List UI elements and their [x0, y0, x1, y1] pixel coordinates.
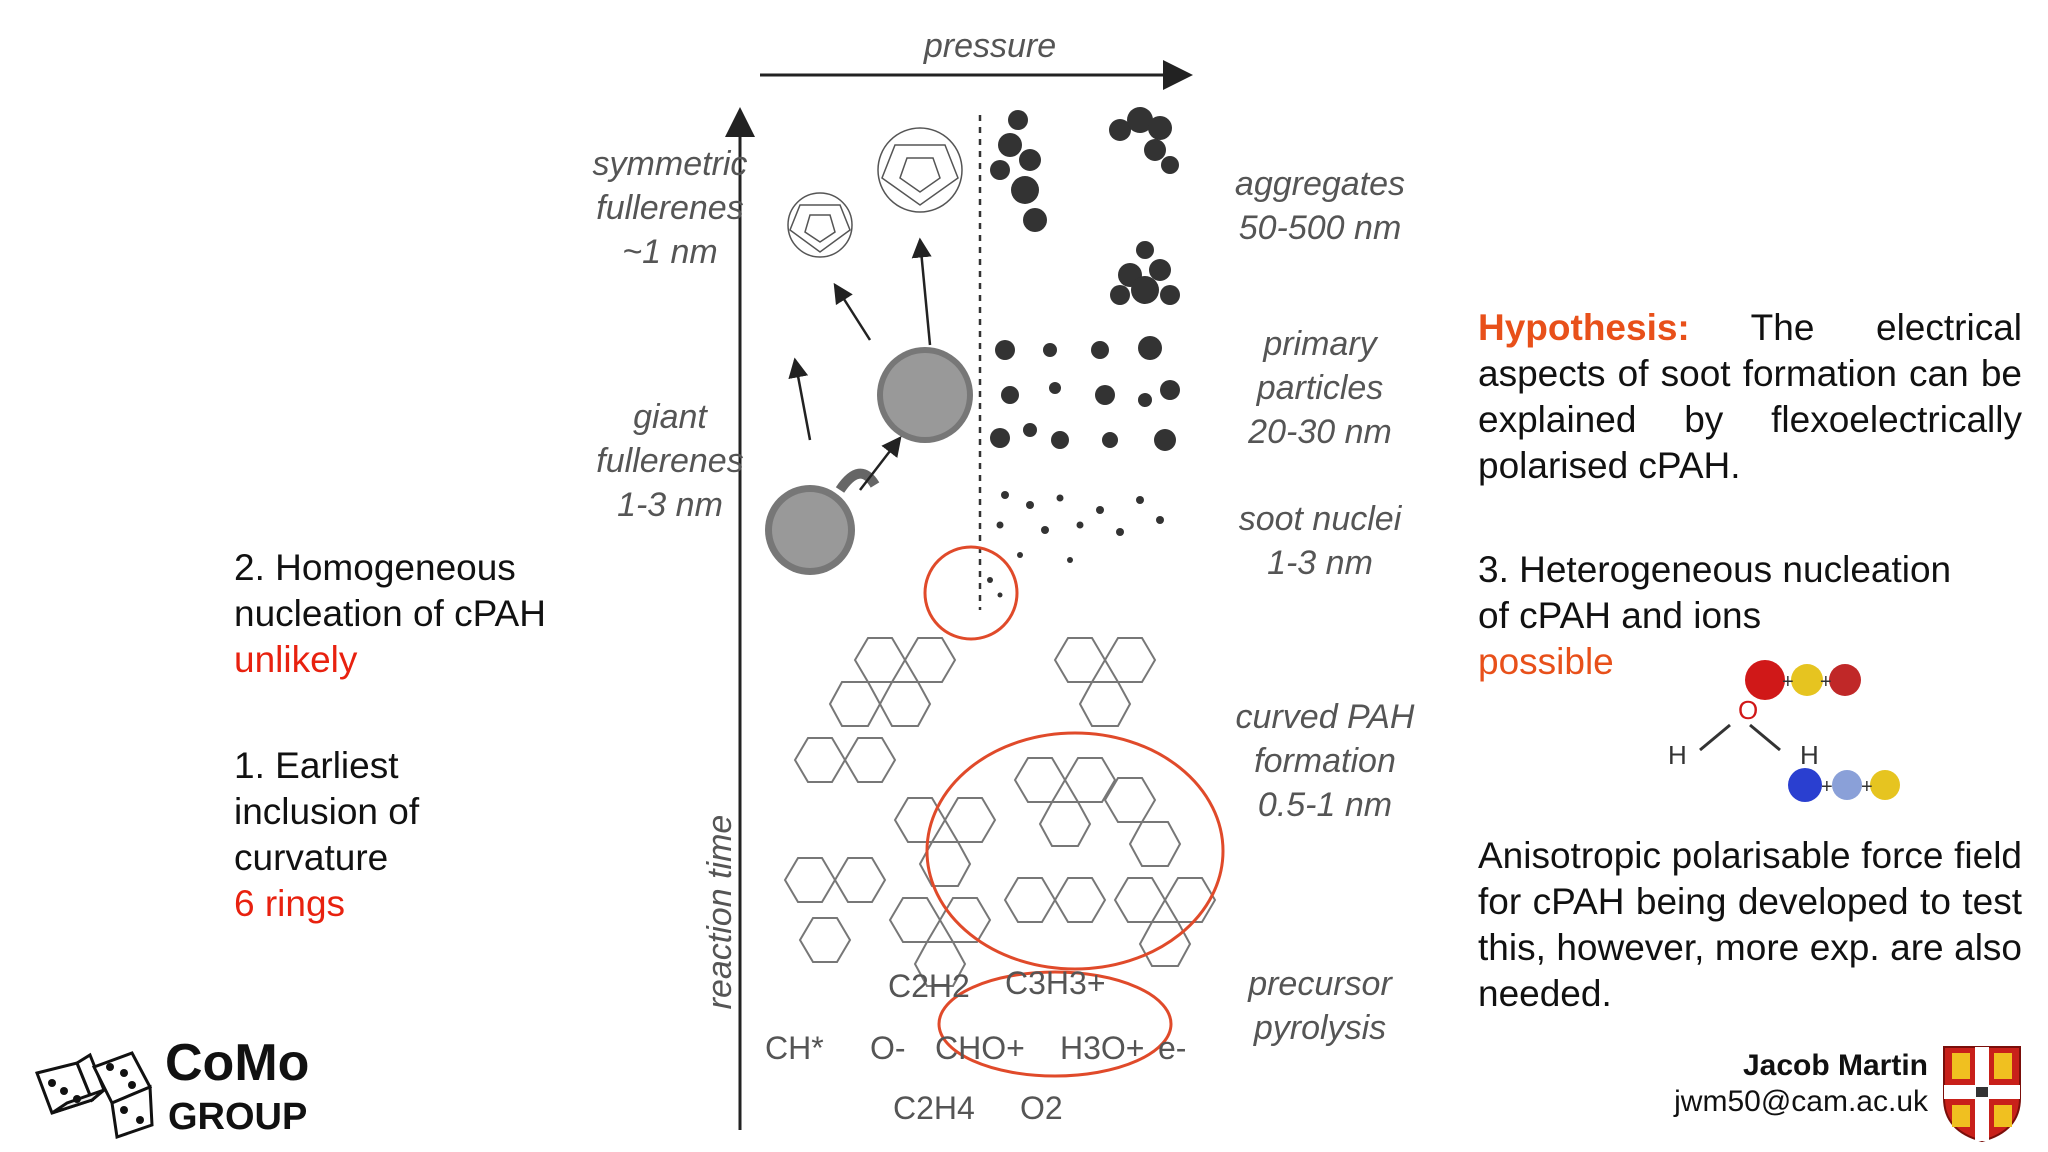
- heterogeneous-nucleation-note: 3. Heterogeneous nucleation of cPAH and …: [1478, 547, 2022, 685]
- pressure-label: pressure: [923, 27, 1057, 65]
- species-c2h4: C2H4: [893, 1090, 975, 1126]
- author-name: Jacob Martin: [1742, 1049, 1928, 1082]
- species-o-minus: O-: [870, 1030, 906, 1066]
- giant-fullerene: [765, 347, 973, 575]
- ion-highlight-ellipse: [937, 970, 1173, 1078]
- como-logo-subtitle: GROUP: [168, 1096, 308, 1138]
- hypothesis-paragraph: Hypothesis: The electrical aspects of so…: [1478, 305, 2022, 489]
- aggregates: [990, 107, 1180, 305]
- symmetric-fullerene-small: [787, 192, 853, 258]
- left-notes: 2. Homogeneous nucleation of cPAH unlike…: [234, 545, 654, 981]
- species-c2h2: C2H2: [888, 968, 970, 1004]
- water-hydrogen-right-label: H: [1800, 740, 1819, 770]
- force-field-paragraph: Anisotropic polarisable force field for …: [1478, 835, 2022, 1014]
- reaction-time-label: reaction time: [701, 814, 739, 1010]
- svg-text:+: +: [1782, 671, 1794, 693]
- six-rings-verdict: 6 rings: [234, 883, 346, 924]
- precursor-pyrolysis-label: precursor pyrolysis: [1248, 965, 1392, 1047]
- svg-text:+: +: [1861, 776, 1873, 798]
- author-block: Jacob Martin jwm50@cam.ac.uk: [1674, 1048, 1928, 1120]
- curved-pah-highlight-ellipse: [925, 731, 1225, 971]
- earliest-curvature-note: 1. Earliest inclusion of curvature 6 rin…: [234, 743, 654, 927]
- primary-particles-label: primary particles 20-30 nm: [1248, 325, 1392, 451]
- curved-pah-molecules: [783, 637, 1217, 987]
- author-email: jwm50@cam.ac.uk: [1674, 1085, 1928, 1118]
- soot-nuclei-label: soot nuclei 1-3 nm: [1238, 500, 1402, 582]
- nucleation-highlight-circle: [923, 545, 1019, 641]
- water-oxygen-label: O: [1738, 695, 1759, 725]
- symmetric-fullerene-large: [877, 127, 963, 213]
- species-o2: O2: [1020, 1090, 1063, 1126]
- dice-icon: [35, 1051, 154, 1140]
- primary-particles: [990, 336, 1180, 451]
- possible-verdict: possible: [1478, 641, 1614, 682]
- species-cho-plus: CHO+: [935, 1030, 1025, 1066]
- unlikely-verdict: unlikely: [234, 639, 358, 680]
- water-hydrogen-left-label: H: [1668, 740, 1687, 770]
- species-ch-star: CH*: [765, 1030, 824, 1066]
- como-logo-title: CoMo: [165, 1034, 310, 1092]
- giant-fullerenes-label: giant fullerenes 1-3 nm: [596, 398, 744, 524]
- aggregates-label: aggregates 50-500 nm: [1234, 165, 1406, 247]
- soot-formation-diagram: [725, 60, 1225, 1130]
- symmetric-fullerenes-label: symmetric fullerenes ~1 nm: [592, 145, 748, 271]
- svg-text:+: +: [1821, 776, 1833, 798]
- hypothesis-body: The electrical aspects of soot formation…: [1478, 307, 2022, 486]
- curved-pah-label: curved PAH formation 0.5-1 nm: [1235, 698, 1415, 824]
- water-molecule-illustration: + + + +: [1699, 660, 1900, 802]
- species-h3o-plus: H3O+: [1060, 1030, 1145, 1066]
- soot-nuclei: [987, 491, 1164, 598]
- species-electron: e-: [1158, 1030, 1187, 1066]
- species-c3h3-plus: C3H3+: [1005, 965, 1106, 1001]
- svg-text:+: +: [1820, 671, 1832, 693]
- homogeneous-nucleation-note: 2. Homogeneous nucleation of cPAH unlike…: [234, 545, 654, 683]
- hypothesis-label: Hypothesis:: [1478, 307, 1690, 348]
- cambridge-crest-icon: [1943, 1046, 2021, 1143]
